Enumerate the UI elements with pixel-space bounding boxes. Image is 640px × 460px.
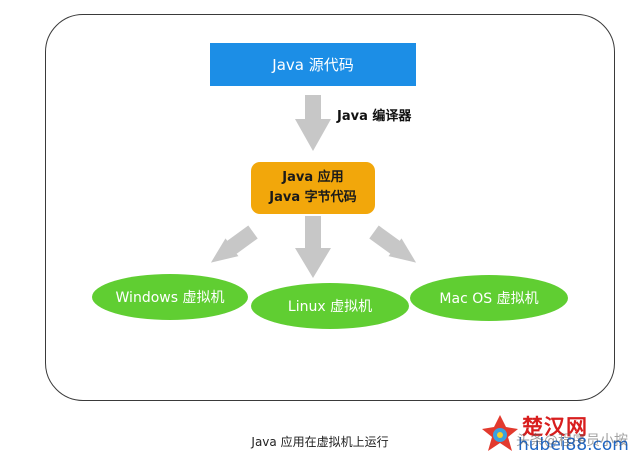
mac-vm-ellipse: Mac OS 虚拟机 bbox=[410, 275, 568, 321]
figure-caption: Java 应用在虚拟机上运行 bbox=[251, 435, 389, 449]
watermark-url: hubei88.com bbox=[518, 435, 629, 455]
source-code-box: Java 源代码 bbox=[210, 43, 416, 86]
java-app-label: Java 应用 bbox=[282, 170, 344, 185]
arrow-app-to-windows bbox=[210, 226, 261, 263]
windows-vm-label: Windows 虚拟机 bbox=[115, 290, 225, 306]
arrow-source-to-app bbox=[295, 95, 331, 151]
arrow-app-to-windows-shaft bbox=[224, 225, 258, 257]
watermark-overlay-text: 头条@程序员小按 bbox=[516, 433, 628, 449]
watermark-logo-icon bbox=[482, 415, 518, 451]
arrow-app-to-mac-shaft bbox=[369, 225, 403, 257]
bytecode-label: Java 字节代码 bbox=[269, 190, 357, 205]
linux-vm-label: Linux 虚拟机 bbox=[287, 299, 373, 315]
watermark-title: 楚汉网 bbox=[522, 415, 588, 439]
arrow-app-to-linux bbox=[295, 216, 331, 278]
mac-vm-label: Mac OS 虚拟机 bbox=[439, 291, 539, 307]
arrow-app-to-mac bbox=[388, 238, 417, 263]
windows-vm-ellipse: Windows 虚拟机 bbox=[92, 274, 248, 320]
watermark: 楚汉网 hubei88.com 头条@程序员小按 bbox=[480, 411, 638, 459]
linux-vm-ellipse: Linux 虚拟机 bbox=[251, 283, 409, 329]
java-app-box: Java 应用 Java 字节代码 bbox=[251, 162, 375, 214]
source-code-label: Java 源代码 bbox=[272, 56, 354, 74]
compiler-label: Java 编译器 bbox=[337, 109, 412, 124]
